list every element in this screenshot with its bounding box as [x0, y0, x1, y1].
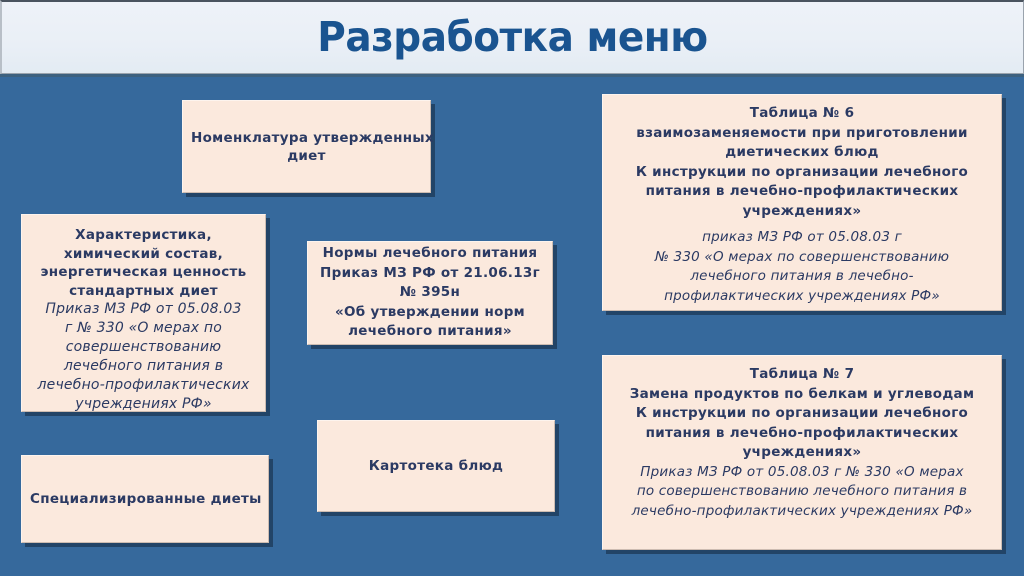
card-table-6-italic-1: приказ МЗ РФ от 05.08.03 г	[702, 229, 902, 245]
card-table-6-italic-4: профилактических учреждениях РФ»	[664, 287, 940, 304]
card-table-7-line-1: Таблица № 7	[749, 366, 855, 382]
card-characteristics-italic-4: лечебного питания в	[63, 358, 224, 374]
card-table-6-italic-3: лечебного питания в лечебно-	[690, 268, 914, 284]
card-characteristics[interactable]: Характеристика, химический состав, энерг…	[21, 214, 266, 412]
card-characteristics-italic-3: совершенствованию	[65, 339, 222, 355]
card-table-6-line-4: К инструкции по организации лечебного	[635, 163, 969, 180]
card-table-7[interactable]: Таблица № 7 Замена продуктов по белкам и…	[602, 355, 1002, 550]
card-characteristics-line-3: энергетическая ценность	[40, 264, 247, 280]
card-nomenclature[interactable]: Номенклатура утвержденных диет	[182, 100, 434, 193]
card-table-6-line-5: питания в лечебно-профилактических	[645, 183, 959, 199]
page-title: Разработка меню	[317, 13, 708, 61]
card-table-6-line-6: учреждениях»	[742, 202, 862, 219]
card-table-7-line-5: учреждениях»	[742, 444, 862, 460]
card-table-6[interactable]: Таблица № 6 взаимозаменяемости при приго…	[602, 94, 1002, 311]
card-table-7-italic-1: Приказ МЗ РФ от 05.08.03 г № 330 «О мера…	[640, 463, 964, 480]
card-norms-line-3: № 395н	[399, 284, 461, 301]
card-table-6-line-1: Таблица № 6	[749, 105, 855, 121]
card-table-7-italic-2: по совершенствованию лечебного питания в	[636, 483, 968, 499]
card-specialized-diets-line-1: Специализированные диеты	[30, 491, 262, 507]
card-characteristics-line-4: стандартных диет	[69, 282, 218, 299]
card-table-6-italic-2: № 330 «О мерах по совершенствованию	[654, 248, 950, 265]
card-table-7-italic-3: лечебно-профилактических учреждениях РФ»	[631, 502, 973, 519]
card-nomenclature-line-1: Номенклатура утвержденных	[191, 129, 434, 146]
card-norms-line-2: Приказ МЗ РФ от 21.06.13г	[320, 264, 540, 281]
card-characteristics-italic-2: г № 330 «О мерах по	[65, 320, 222, 336]
card-characteristics-italic-1: Приказ МЗ РФ от 05.08.03	[45, 301, 242, 317]
card-table-7-line-4: питания в лечебно-профилактических	[645, 424, 959, 441]
card-norms-line-1: Нормы лечебного питания	[322, 245, 538, 262]
card-characteristics-italic-5: лечебно-профилактических	[37, 377, 250, 393]
card-table-7-line-2: Замена продуктов по белкам и углеводам	[629, 385, 975, 402]
header-underline	[0, 74, 1024, 77]
card-nomenclature-line-2: диет	[287, 147, 326, 164]
slide-header: Разработка меню	[0, 0, 1024, 74]
card-specialized-diets[interactable]: Специализированные диеты	[21, 455, 269, 543]
card-norms[interactable]: Нормы лечебного питания Приказ МЗ РФ от …	[307, 241, 553, 345]
card-characteristics-italic-6: учреждениях РФ»	[75, 396, 212, 412]
card-cardfile-line-1: Картотека блюд	[368, 458, 504, 474]
card-norms-line-5: лечебного питания»	[348, 323, 512, 340]
card-norms-line-4: «Об утверждении норм	[334, 303, 526, 320]
card-cardfile[interactable]: Картотека блюд	[317, 420, 555, 512]
card-characteristics-line-2: химический состав,	[63, 245, 224, 262]
card-table-6-line-3: диетических блюд	[725, 144, 879, 160]
card-table-7-line-3: К инструкции по организации лечебного	[635, 405, 969, 421]
card-table-6-line-2: взаимозаменяемости при приготовлении	[636, 124, 968, 141]
card-characteristics-line-1: Характеристика,	[75, 227, 212, 243]
